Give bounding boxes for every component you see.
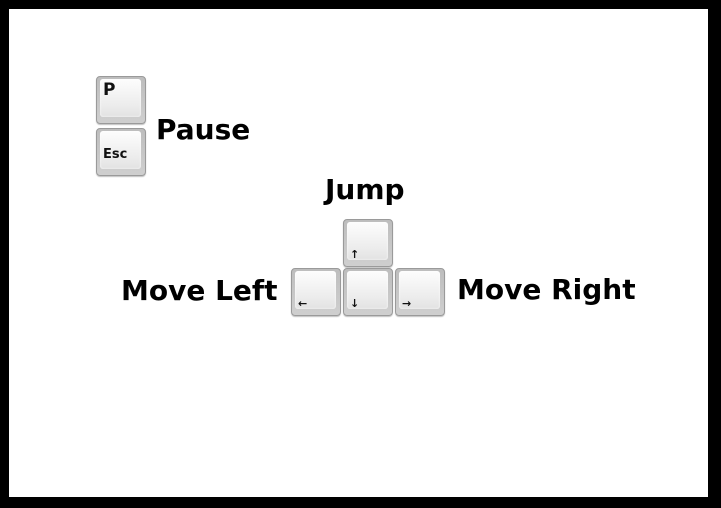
arrow-up-icon: ↑: [350, 248, 360, 261]
arrow-left-icon: ←: [298, 297, 308, 310]
key-esc-legend: Esc: [103, 147, 128, 162]
key-up-arrow: ↑: [343, 219, 393, 267]
key-p: P: [96, 76, 146, 124]
key-down-arrow: ↓: [343, 268, 393, 316]
controls-panel: P Esc Pause Jump ↑ Move Left ← ↓ → Move: [9, 9, 708, 497]
arrow-down-icon: ↓: [350, 297, 360, 310]
pause-label: Pause: [156, 113, 251, 146]
key-p-legend: P: [103, 80, 116, 100]
arrow-right-icon: →: [402, 297, 412, 310]
move-right-label: Move Right: [457, 273, 636, 306]
move-left-label: Move Left: [121, 274, 278, 307]
key-left-arrow: ←: [291, 268, 341, 316]
jump-label: Jump: [325, 173, 405, 206]
key-esc: Esc: [96, 128, 146, 176]
key-right-arrow: →: [395, 268, 445, 316]
